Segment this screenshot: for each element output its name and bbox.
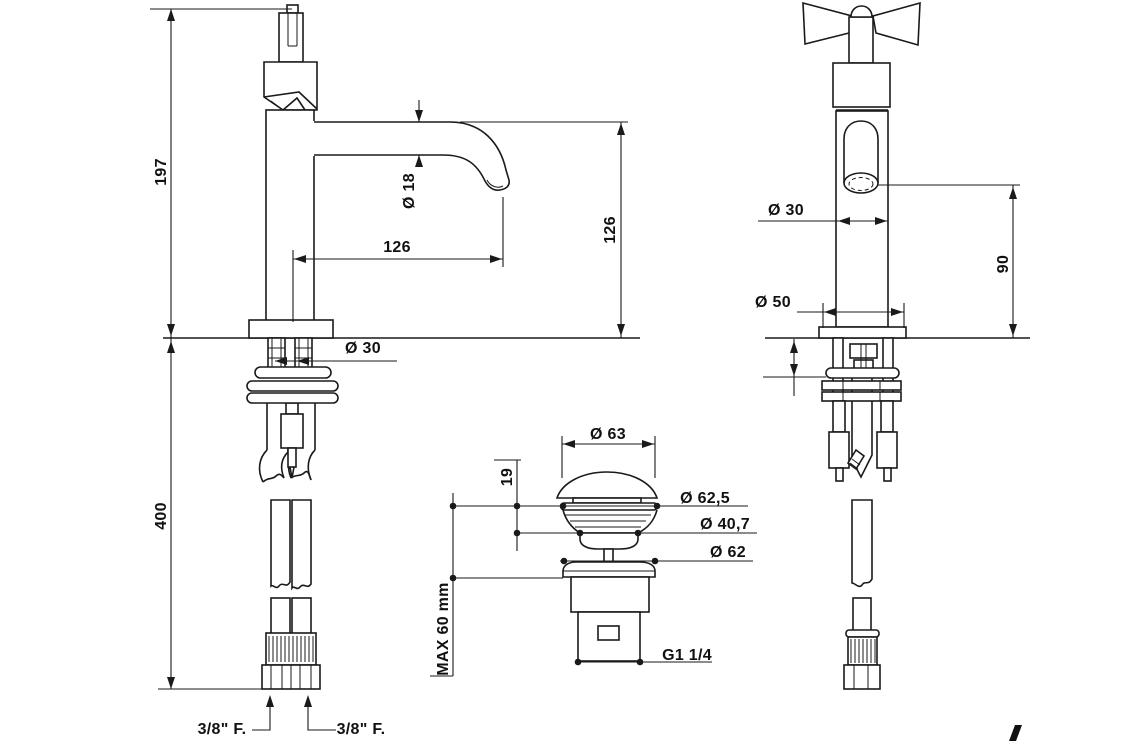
dim-outlet-height-label: 90	[995, 254, 1013, 274]
dim-base-diameter-label: Ø 50	[755, 294, 791, 312]
page-corner-mark	[1009, 725, 1022, 741]
dim-below-deck-length-label: 400	[153, 502, 171, 530]
dim-cap-height-label: 19	[499, 467, 517, 487]
dim-shank-diameter-label: Ø 30	[345, 340, 381, 358]
dim-cap-diameter-label: Ø 63	[590, 426, 626, 444]
base-plate	[248, 319, 334, 339]
drain-lower-flange	[562, 561, 656, 578]
dim-max-deck-thickness-label: MAX 60 mm	[435, 582, 453, 676]
drain-drawing	[555, 471, 659, 662]
spout-fill	[313, 121, 510, 191]
dim-spout-diameter-label: Ø 18	[401, 173, 419, 209]
dim-thread-label: G1 1/4	[662, 647, 712, 665]
dim-neck-diameter-label: Ø 40,7	[700, 516, 750, 534]
handle-hub	[850, 5, 873, 18]
dim-height-above-deck-label: 197	[153, 158, 171, 186]
drain-cap	[555, 471, 659, 499]
drain-neck	[579, 532, 639, 550]
aerator	[843, 172, 879, 194]
pull-rod	[285, 402, 299, 415]
flex-hose-front	[851, 499, 873, 588]
spout	[314, 121, 510, 191]
drain-thread	[577, 611, 641, 662]
flex-hose-left	[270, 499, 291, 589]
side-view-drawing	[163, 4, 640, 690]
hose-hex-nut-front	[843, 664, 881, 690]
dim-spout-reach-label: 126	[383, 239, 411, 257]
faucet-column	[265, 109, 315, 322]
handle-base-front	[832, 62, 891, 108]
handle-stem-front	[848, 16, 874, 64]
hose-collar	[265, 632, 317, 666]
handle-stem	[278, 12, 304, 63]
dim-spout-height-label: 126	[602, 216, 620, 244]
dim-flange-diameter-label: Ø 62,5	[680, 490, 730, 508]
mounting-washer	[254, 366, 332, 379]
side-view-dimensions	[150, 8, 628, 731]
spout-slot	[843, 120, 879, 183]
flex-hose-right	[291, 499, 312, 591]
front-view-dimensions	[758, 184, 1020, 396]
dim-lower-flange-diameter-label: Ø 62	[710, 544, 746, 562]
drain-body	[570, 576, 650, 613]
base-plate-front	[818, 326, 907, 339]
handle-wing-right	[872, 1, 921, 47]
front-view-drawing	[765, 1, 1030, 690]
dim-body-diameter-label: Ø 30	[768, 202, 804, 220]
mounting-washer-front	[825, 367, 900, 379]
handle-wing-left	[802, 1, 853, 46]
drain-dimensions	[430, 436, 757, 677]
connection-left-label: 3/8" F.	[197, 721, 247, 739]
connection-right-label: 3/8" F.	[336, 721, 386, 739]
